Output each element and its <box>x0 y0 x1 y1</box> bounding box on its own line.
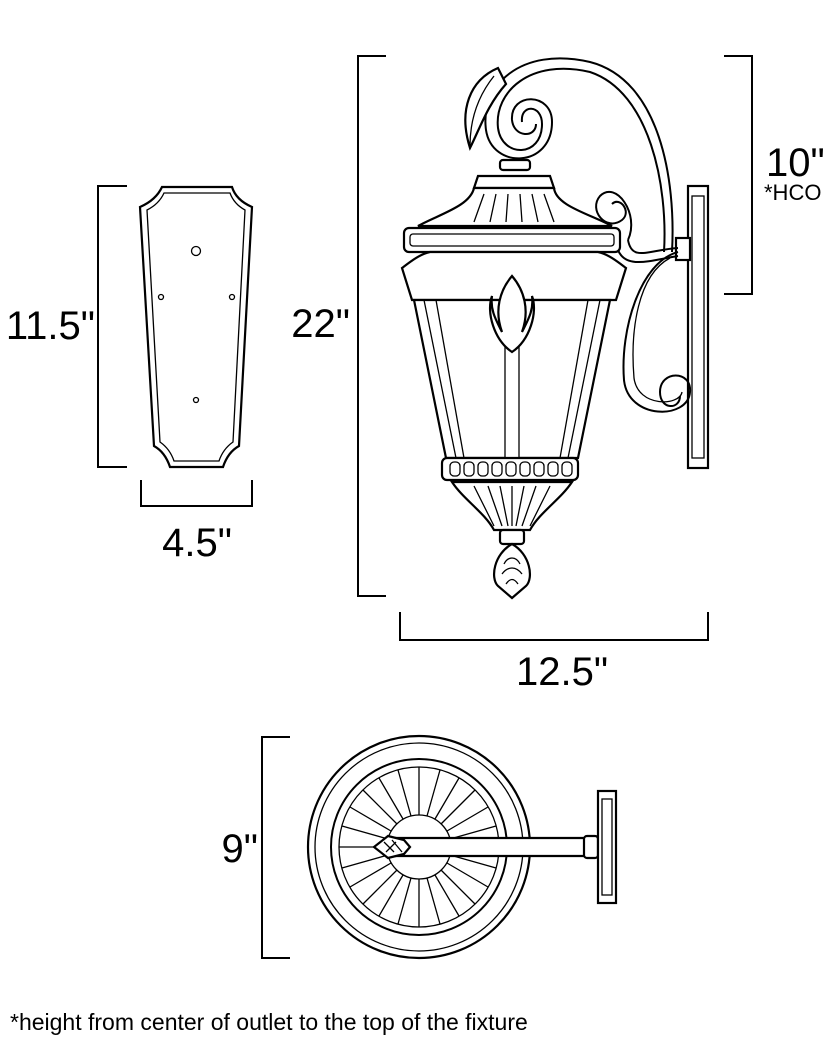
roof-band-inner <box>409 233 615 247</box>
top-view-wall-plate <box>596 789 618 905</box>
top-view-wall-plate-inner <box>601 798 613 896</box>
backplate-height-label: 11.5" <box>6 304 95 348</box>
leaf-ornament <box>464 66 508 151</box>
bottom-bowl-ribs <box>473 485 551 527</box>
bottom-finial-detail <box>501 557 523 585</box>
crown-ribs <box>473 193 555 223</box>
fixture-extension-label: 12.5" <box>516 650 608 694</box>
top-view-finial-detail <box>383 839 403 853</box>
wall-mount-plate <box>686 184 710 470</box>
bead-row <box>449 461 573 477</box>
top-view-diameter-label: 9" <box>222 827 258 871</box>
hco-bracket <box>724 55 753 295</box>
lower-arm <box>622 251 692 413</box>
glass-frame-right <box>559 299 601 459</box>
backplate-bottom-hole <box>192 396 200 404</box>
fixture-height-label: 22" <box>291 302 350 346</box>
extension-bracket <box>399 612 709 641</box>
backplate-outline <box>138 185 254 469</box>
fixture-side-view: 22" 10" *HCO 12.5" <box>291 55 825 694</box>
swan-neck-outer <box>496 67 666 253</box>
fixture-height-bracket <box>357 55 386 597</box>
top-cap <box>472 174 556 190</box>
top-view-arm-collar <box>582 834 600 860</box>
fixture-top-view: 9" <box>222 734 618 960</box>
upper-scroll <box>595 190 633 241</box>
crown <box>417 186 613 228</box>
lower-arm-inner <box>632 257 683 403</box>
top-view-diameter-bracket <box>261 736 290 959</box>
scroll-arm-inner <box>617 249 679 264</box>
footnote: *height from center of outlet to the top… <box>10 1009 528 1035</box>
bead-band <box>440 456 580 482</box>
top-view-finial <box>372 834 412 860</box>
wall-mount-plate-inner <box>691 195 705 459</box>
backplate-right-hole <box>228 293 236 301</box>
bottom-finial <box>493 542 531 600</box>
center-leaf-ornament <box>488 274 536 354</box>
backplate-left-hole <box>157 293 165 301</box>
hco-height-label: 10" <box>766 141 825 185</box>
finial-cap <box>498 158 532 172</box>
backplate-view: 11.5" 4.5" <box>6 185 254 565</box>
roof-skirt <box>400 250 628 302</box>
backplate-height-bracket <box>97 185 127 468</box>
roof-band <box>402 226 622 254</box>
center-post <box>504 339 520 459</box>
hco-abbreviation-label: *HCO <box>764 180 821 205</box>
backplate-width-label: 4.5" <box>162 521 232 565</box>
leaf-ornament-vein <box>469 75 495 147</box>
scroll-arm <box>627 239 679 255</box>
swan-neck <box>484 57 674 253</box>
backplate-inner-outline <box>146 192 246 462</box>
backplate-width-bracket <box>140 480 253 507</box>
glass-frame-left <box>423 299 465 459</box>
bottom-neck <box>498 528 526 546</box>
backplate-top-hole <box>190 245 202 257</box>
top-view-arm <box>388 836 591 858</box>
